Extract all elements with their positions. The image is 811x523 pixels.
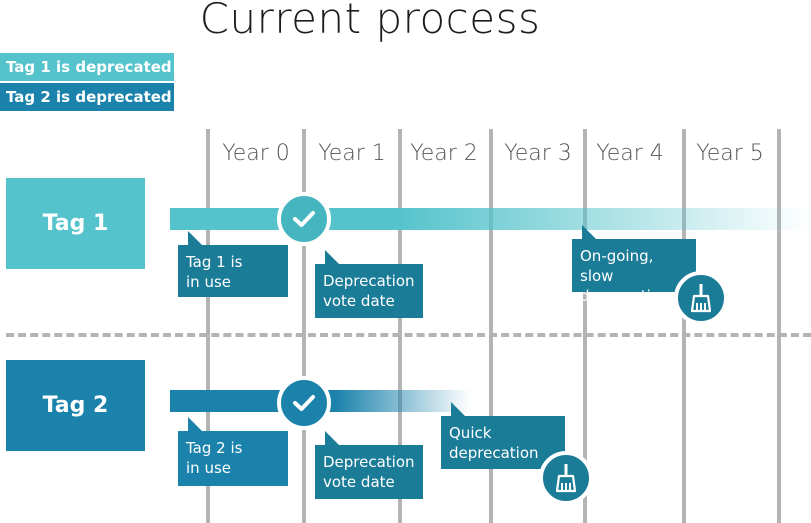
year-line	[398, 129, 402, 523]
year-line	[777, 129, 781, 523]
year-label: Year 0	[222, 141, 290, 166]
year-label: Year 2	[410, 141, 478, 166]
year-label: Year 1	[318, 141, 386, 166]
diagram-title: Current process	[199, 0, 541, 43]
tag1-deprecation-callout: On-going, slow deprecation	[572, 225, 696, 305]
tag2-vote-callout: Deprecation vote date	[315, 431, 423, 499]
year-label: Year 4	[596, 141, 664, 166]
year-line	[682, 129, 686, 523]
legend-tag1: Tag 1 is deprecated	[0, 53, 174, 81]
year-label: Year 3	[504, 141, 572, 166]
row-divider	[6, 333, 811, 337]
year-line	[489, 129, 493, 523]
year-label: Year 5	[696, 141, 764, 166]
check-icon	[277, 192, 331, 246]
tag2-in-use-callout: Tag 2 is in use	[178, 417, 288, 486]
broom-icon	[674, 271, 728, 325]
year-line	[302, 129, 306, 523]
year-line	[206, 129, 210, 523]
check-icon	[277, 376, 331, 430]
tag1-vote-callout: Deprecation vote date	[315, 250, 423, 318]
tag1-box: Tag 1	[6, 178, 145, 269]
legend-tag2: Tag 2 is deprecated	[0, 83, 174, 111]
tag1-in-use-callout: Tag 1 is in use	[178, 231, 288, 297]
broom-icon	[539, 451, 593, 505]
year-line	[583, 129, 587, 523]
tag2-box: Tag 2	[6, 360, 145, 451]
tag1-timeline-bar	[170, 208, 811, 230]
